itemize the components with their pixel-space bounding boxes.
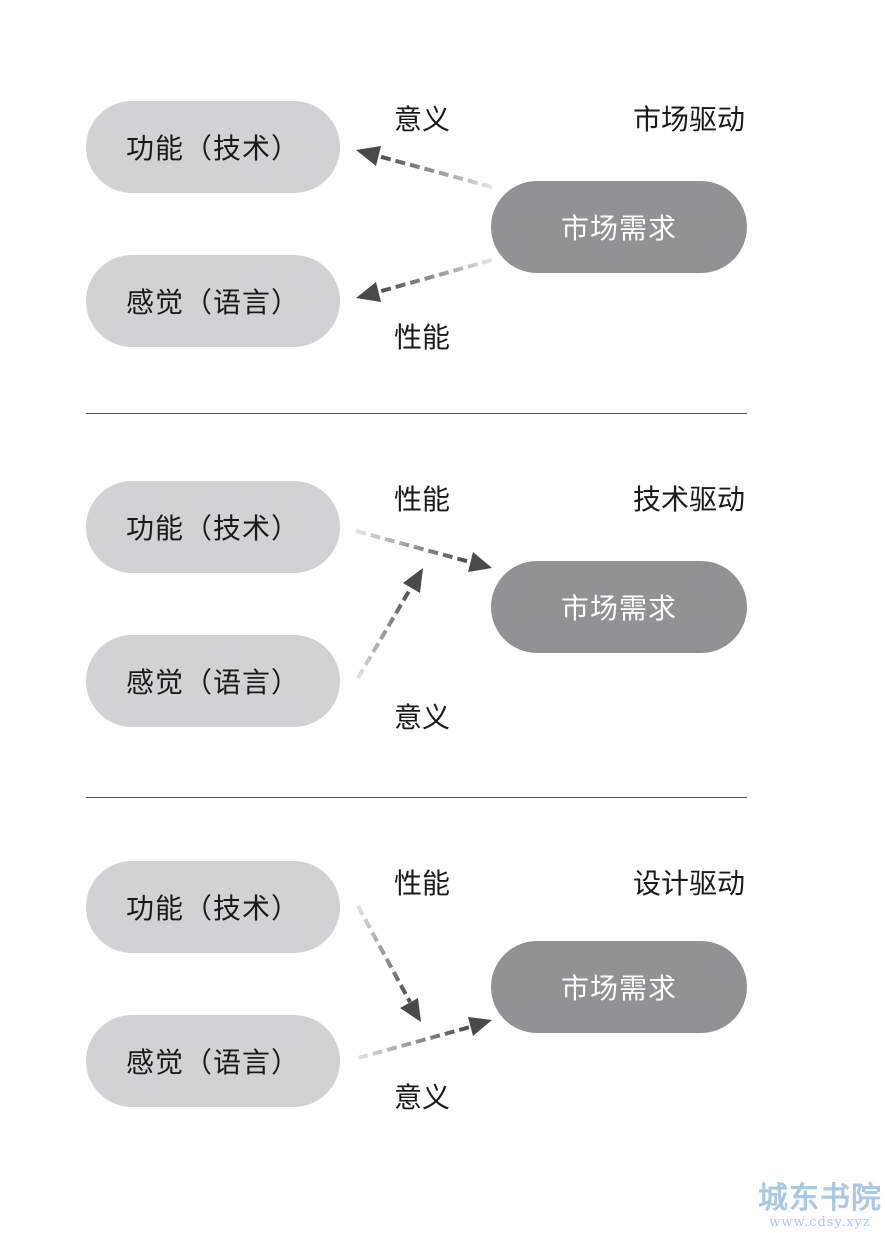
top-label: 性能 [394,483,451,516]
market-demand-pill: 市场需求 [491,561,747,653]
arrowhead-to-feeling [356,282,381,302]
watermark-url: www.cdsy.xyz [769,1215,871,1230]
arrow-to-feeling [377,258,493,294]
panel-technology-driven: 技术驱动 性能 意义 功能（技术） 感觉（语言） 市场需求 [0,380,885,760]
arrows [355,529,492,680]
arrowhead-function-to-market [468,552,492,572]
watermark-name: 城东书院 [758,1181,882,1216]
panel-market-driven: 市场驱动 意义 性能 功能（技术） 感觉（语言） 市场需求 [0,0,885,380]
panel-title: 市场驱动 [632,103,745,136]
function-technology-pill: 功能（技术） [86,861,340,953]
panel-design-driven: 设计驱动 性能 意义 功能（技术） 感觉（语言） 市场需求 [0,760,885,1140]
arrow-feeling-to-merge [356,584,414,680]
feeling-language-pill: 感觉（语言） [86,1015,340,1107]
arrow-function-to-merge [356,905,412,1003]
arrowhead-to-function [356,146,381,166]
feeling-language-pill: 感觉（语言） [86,635,340,727]
function-technology-pill: 功能（技术） [86,481,340,573]
watermark: 城东书院 www.cdsy.xyz [755,1182,885,1230]
top-label: 意义 [394,103,451,136]
function-technology-pill: 功能（技术） [86,101,340,193]
panel-title: 技术驱动 [632,483,745,516]
arrow-feeling-to-market [357,1025,471,1060]
arrow-function-to-market [355,529,471,564]
bottom-label: 意义 [394,701,451,734]
arrows [356,905,492,1060]
market-demand-pill: 市场需求 [491,181,747,273]
panel-title: 设计驱动 [632,867,745,900]
feeling-language-pill: 感觉（语言） [86,255,340,347]
bottom-label: 意义 [394,1081,451,1114]
arrowhead-function-to-merge [400,998,421,1022]
bottom-label: 性能 [394,321,451,354]
arrowhead-feeling-to-market [468,1017,492,1036]
divider [86,797,747,798]
arrowhead-feeling-to-merge [403,568,423,593]
arrows [356,146,493,302]
market-demand-pill: 市场需求 [491,941,747,1033]
divider [86,413,747,414]
arrow-to-function [377,154,493,189]
top-label: 性能 [394,867,451,900]
